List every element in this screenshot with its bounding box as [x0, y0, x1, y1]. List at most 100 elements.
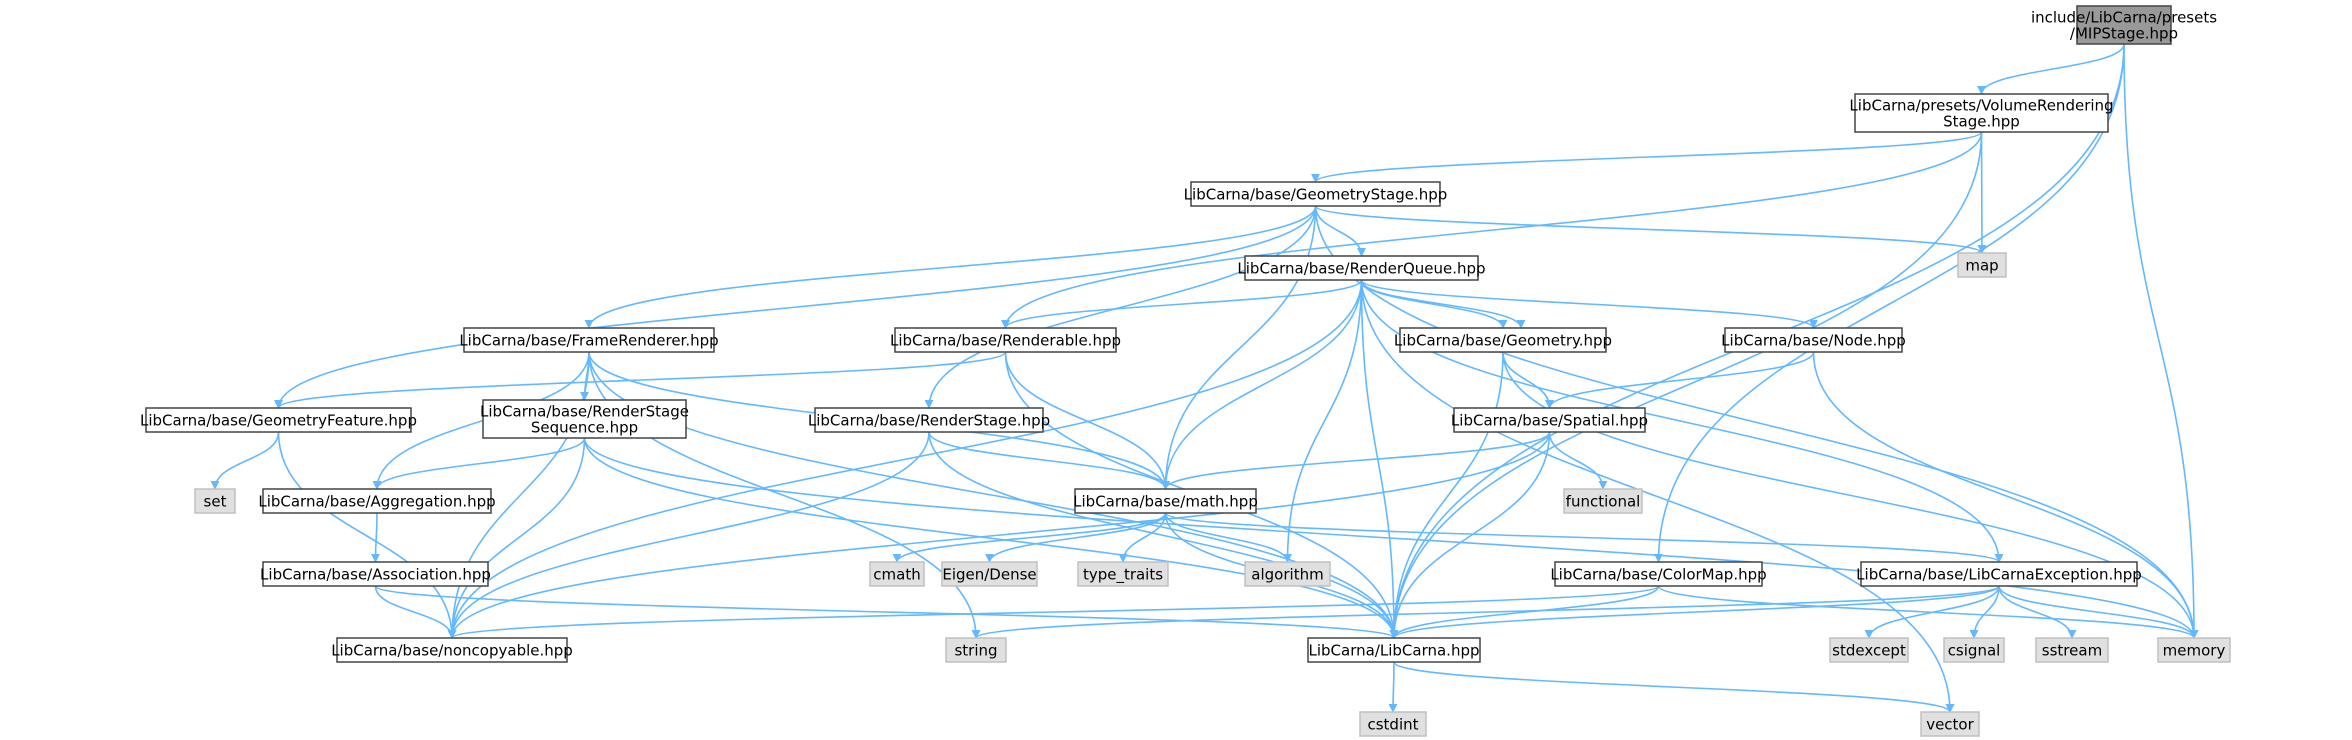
node-box	[1829, 637, 1909, 663]
edge-cmap-to-noncop	[447, 585, 1660, 639]
edge-rs-to-math	[928, 431, 1170, 490]
edge-vrs-to-map	[1977, 131, 1987, 254]
node-box	[1453, 407, 1646, 433]
edge-assoc-to-libcarna	[374, 585, 1399, 639]
node-mip[interactable]: include/LibCarna/presets/MIPStage.hpp	[2031, 5, 2217, 45]
node-libcarna[interactable]: LibCarna/LibCarna.hpp	[1307, 637, 1481, 663]
node-box	[941, 561, 1038, 587]
node-algorithm: algorithm	[1244, 561, 1331, 587]
edge-geostage-to-gf	[274, 205, 1317, 409]
node-set: set	[194, 488, 236, 514]
node-gf[interactable]: LibCarna/base/GeometryFeature.hpp	[140, 407, 417, 433]
edge-spatial-to-libcarna	[1389, 431, 1551, 639]
edge-rq-to-algorithm	[1283, 279, 1363, 563]
edge-gf-to-noncop	[277, 431, 457, 639]
node-box	[262, 561, 489, 587]
node-label: LibCarna/base/Association.hpp	[260, 565, 491, 583]
node-box	[1307, 637, 1481, 663]
node-box	[1957, 252, 2007, 278]
node-box	[2157, 637, 2231, 663]
node-box	[1943, 637, 2005, 663]
edge-geom-to-libcarna	[1389, 351, 1504, 639]
edge-mip-to-cmap	[1654, 43, 2125, 563]
edge-geom-to-memory	[1502, 351, 2199, 639]
node-box	[1854, 93, 2109, 133]
node-label: memory	[2163, 641, 2226, 659]
node-vrs[interactable]: LibCarna/presets/VolumeRenderingStage.hp…	[1849, 93, 2114, 133]
node-box	[1074, 488, 1257, 514]
edge-spatial-to-functional	[1548, 431, 1608, 490]
node-vector: vector	[1920, 711, 1980, 737]
edge-rss-to-agg	[372, 437, 586, 490]
node-math[interactable]: LibCarna/base/math.hpp	[1073, 488, 1258, 514]
node-tt: type_traits	[1077, 561, 1169, 587]
edge-lce-to-sstream	[1998, 585, 2077, 639]
node-rend[interactable]: LibCarna/base/Renderable.hpp	[890, 327, 1121, 353]
edge-rend-to-gf	[274, 351, 1007, 409]
edge-rq-to-vector	[1360, 279, 1955, 713]
node-label: LibCarna/base/RenderStage.hpp	[808, 411, 1050, 429]
node-box	[1359, 711, 1427, 737]
node-box	[1399, 327, 1607, 353]
node-cmap[interactable]: LibCarna/base/ColorMap.hpp	[1550, 561, 1767, 587]
node-spatial[interactable]: LibCarna/base/Spatial.hpp	[1451, 407, 1648, 433]
node-box	[1920, 711, 1980, 737]
node-label: vector	[1926, 715, 1974, 733]
node-label: include/LibCarna/presets	[2031, 8, 2217, 26]
edge-lce-to-memory	[1998, 585, 2199, 639]
node-fr[interactable]: LibCarna/base/FrameRenderer.hpp	[459, 327, 719, 353]
node-label: LibCarna/LibCarna.hpp	[1309, 641, 1480, 659]
edge-rq-to-lce	[1360, 279, 2004, 563]
node-string: string	[945, 637, 1007, 663]
node-box	[262, 488, 492, 514]
node-box	[1554, 561, 1763, 587]
node-label: LibCarna/base/RenderQueue.hpp	[1237, 259, 1485, 277]
node-cstdint: cstdint	[1359, 711, 1427, 737]
node-noncop[interactable]: LibCarna/base/noncopyable.hpp	[331, 637, 573, 663]
node-box	[894, 327, 1117, 353]
node-label: LibCarna/base/Spatial.hpp	[1451, 411, 1648, 429]
edge-libcarna-to-cstdint	[1388, 661, 1398, 713]
node-lce[interactable]: LibCarna/base/LibCarnaException.hpp	[1856, 561, 2142, 587]
edge-math-to-eigen	[985, 512, 1167, 563]
edge-node-to-spatial	[1545, 351, 1815, 409]
node-label: set	[204, 492, 227, 510]
node-label: LibCarna/base/FrameRenderer.hpp	[459, 331, 718, 349]
node-sstream: sstream	[2035, 637, 2109, 663]
node-label: LibCarna/base/RenderStage	[480, 402, 689, 420]
edge-rq-to-math	[1161, 279, 1363, 490]
header-nodes: include/LibCarna/presets/MIPStage.hppLib…	[140, 5, 2231, 737]
node-rq[interactable]: LibCarna/base/RenderQueue.hpp	[1237, 255, 1486, 281]
edge-geostage-to-rs	[924, 205, 1317, 409]
node-agg[interactable]: LibCarna/base/Aggregation.hpp	[258, 488, 496, 514]
edge-spatial-to-math	[1161, 431, 1551, 490]
node-rs[interactable]: LibCarna/base/RenderStage.hpp	[808, 407, 1050, 433]
edge-agg-to-assoc	[371, 512, 381, 563]
edge-lce-to-csignal	[1969, 585, 2000, 639]
edge-math-to-tt	[1118, 512, 1167, 563]
node-assoc[interactable]: LibCarna/base/Association.hpp	[260, 561, 491, 587]
node-box	[1724, 327, 1903, 353]
edge-math-to-lce	[1164, 512, 2004, 563]
node-label: sstream	[2042, 641, 2102, 659]
node-geostage[interactable]: LibCarna/base/GeometryStage.hpp	[1184, 181, 1448, 207]
node-box	[1077, 561, 1169, 587]
edge-geostage-to-rq	[1314, 205, 1366, 257]
node-csignal: csignal	[1943, 637, 2005, 663]
node-label: functional	[1566, 492, 1641, 510]
node-label: LibCarna/base/noncopyable.hpp	[331, 641, 573, 659]
node-label: LibCarna/base/math.hpp	[1073, 492, 1258, 510]
node-cmath: cmath	[869, 561, 925, 587]
node-box	[463, 327, 715, 353]
edge-geostage-to-map	[1314, 205, 1987, 254]
node-eigen: Eigen/Dense	[941, 561, 1038, 587]
edge-rss-to-memory	[583, 437, 2199, 639]
node-node[interactable]: LibCarna/base/Node.hpp	[1721, 327, 1906, 353]
node-geom[interactable]: LibCarna/base/Geometry.hpp	[1394, 327, 1612, 353]
edge-rq-to-noncop	[447, 279, 1363, 639]
node-label: LibCarna/base/GeometryStage.hpp	[1184, 185, 1448, 203]
node-label: LibCarna/base/GeometryFeature.hpp	[140, 411, 417, 429]
edge-cmap-to-memory	[1657, 585, 2199, 639]
node-box	[1190, 181, 1441, 207]
